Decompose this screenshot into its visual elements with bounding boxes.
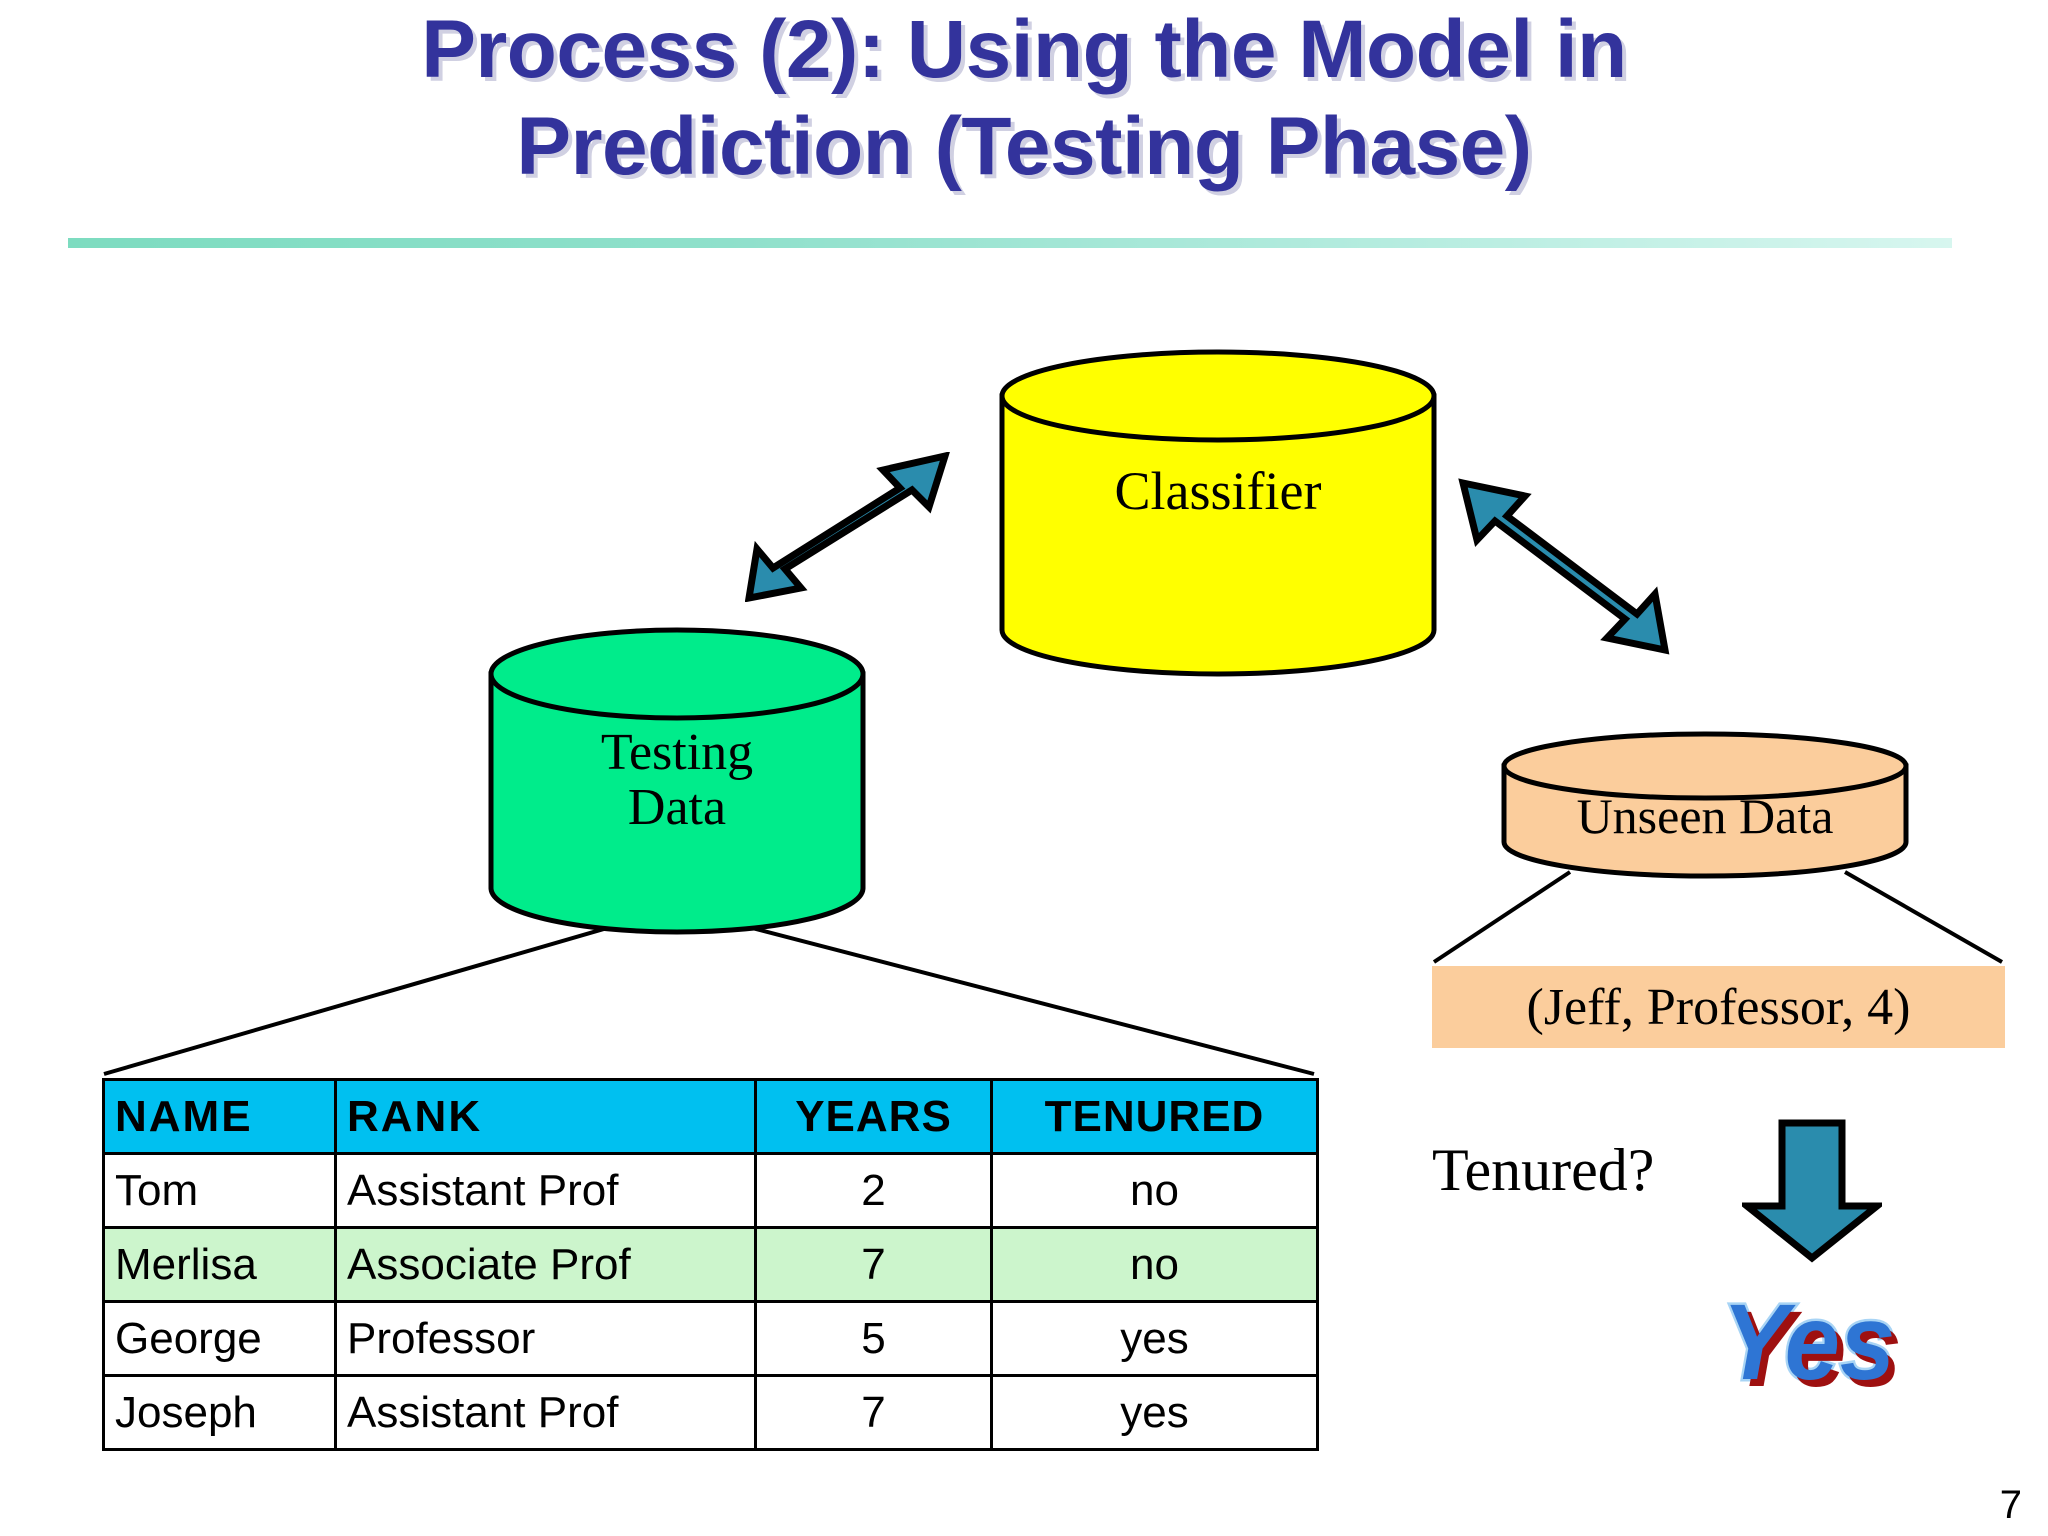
cell-tenured: yes xyxy=(990,1374,1319,1451)
tenured-question-label: Tenured? xyxy=(1432,1137,1655,1203)
page-title: Process (2): Using the Model in Predicti… xyxy=(421,4,1627,192)
cell-name: Joseph xyxy=(102,1374,337,1451)
cell-tenured: yes xyxy=(990,1300,1319,1377)
cell-tenured: no xyxy=(990,1226,1319,1303)
column-header-rank: RANK xyxy=(334,1078,757,1155)
column-header-years: YEARS xyxy=(754,1078,993,1155)
double-headed-arrow-icon-right xyxy=(1455,478,1675,658)
table-row: George Professor 5 yes xyxy=(102,1300,1319,1377)
cylinder-body xyxy=(488,671,866,935)
title-divider-rule xyxy=(68,238,1952,248)
down-arrow-icon xyxy=(1742,1118,1882,1263)
classifier-cylinder: Classifier xyxy=(998,348,1438,678)
column-header-tenured: TENURED xyxy=(990,1078,1319,1155)
cell-years: 5 xyxy=(754,1300,993,1377)
page-number: 7 xyxy=(1999,1483,2022,1527)
classifier-label: Classifier xyxy=(1114,461,1322,521)
table-row: Joseph Assistant Prof 7 yes xyxy=(102,1374,1319,1451)
column-header-name: NAME xyxy=(102,1078,337,1155)
unseen-data-cylinder: Unseen Data xyxy=(1500,730,1910,885)
cell-years: 7 xyxy=(754,1226,993,1303)
testing-data-table: NAME RANK YEARS TENURED Tom Assistant Pr… xyxy=(102,1078,1319,1451)
prediction-answer-wordart: Yes xyxy=(1720,1281,1898,1402)
cell-tenured: no xyxy=(990,1152,1319,1229)
cell-name: George xyxy=(102,1300,337,1377)
table-row: Tom Assistant Prof 2 no xyxy=(102,1152,1319,1229)
table-header-row: NAME RANK YEARS TENURED xyxy=(102,1078,1319,1155)
cylinder-top xyxy=(1501,731,1909,801)
double-headed-arrow-icon-left xyxy=(745,452,955,602)
cell-name: Merlisa xyxy=(102,1226,337,1303)
cell-years: 2 xyxy=(754,1152,993,1229)
cylinder-top xyxy=(488,627,866,721)
cylinder-top xyxy=(999,349,1437,443)
cell-rank: Assistant Prof xyxy=(334,1374,757,1451)
unseen-data-label: Unseen Data xyxy=(1576,788,1834,844)
cell-rank: Assistant Prof xyxy=(334,1152,757,1229)
testing-data-label: Testing Data xyxy=(600,724,754,836)
testing-data-cylinder: Testing Data xyxy=(487,626,867,936)
cell-name: Tom xyxy=(102,1152,337,1229)
cell-rank: Associate Prof xyxy=(334,1226,757,1303)
table-row-highlighted: Merlisa Associate Prof 7 no xyxy=(102,1226,1319,1303)
cell-years: 7 xyxy=(754,1374,993,1451)
cell-rank: Professor xyxy=(334,1300,757,1377)
cylinder-body xyxy=(999,393,1437,677)
unseen-record-box: (Jeff, Professor, 4) xyxy=(1432,966,2005,1048)
